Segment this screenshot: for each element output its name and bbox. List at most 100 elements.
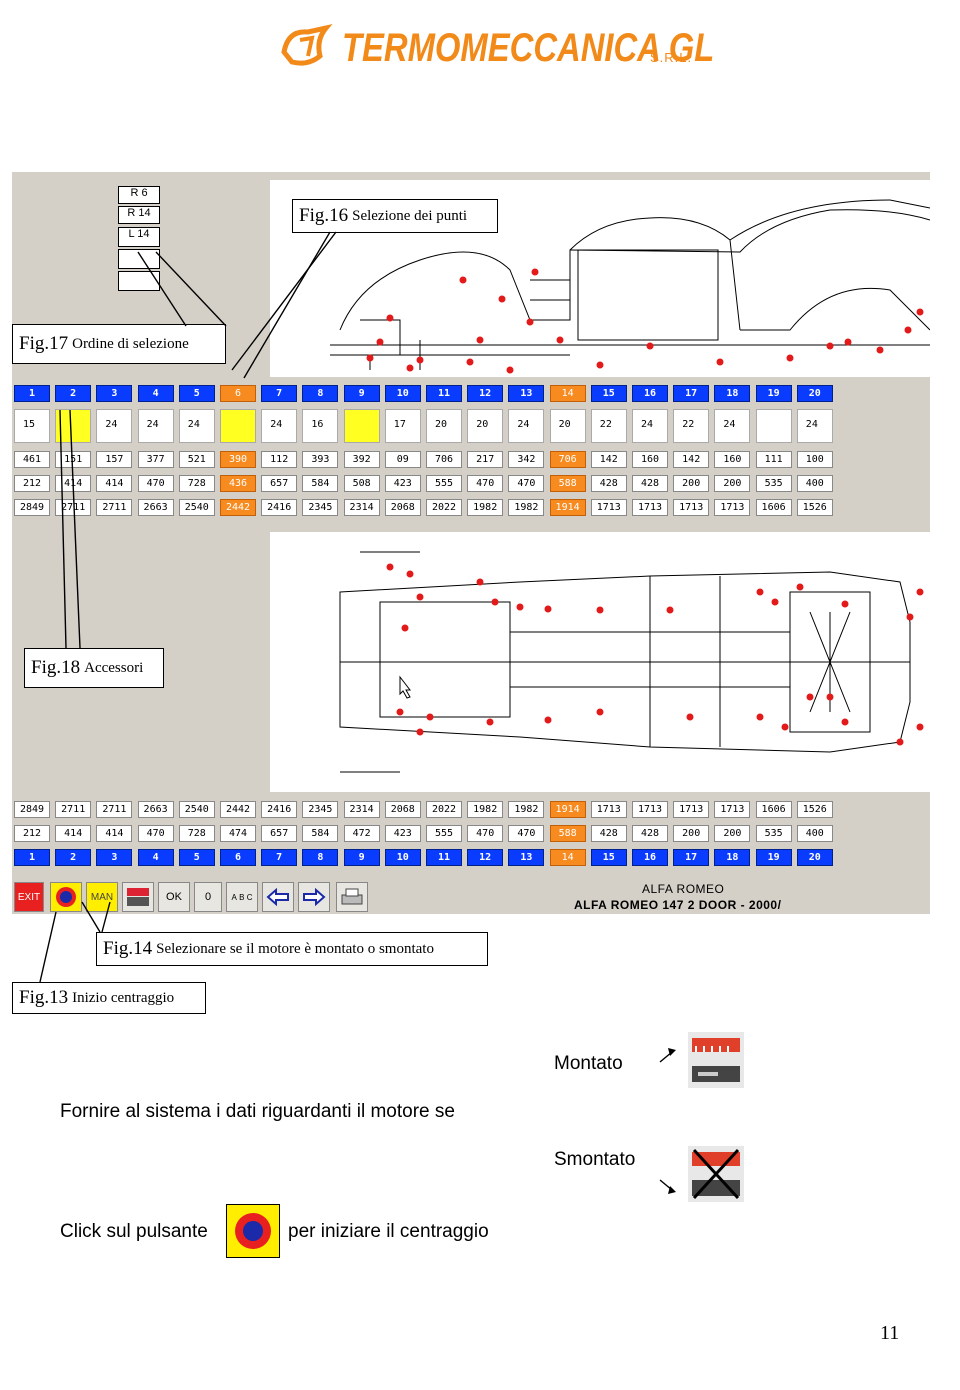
order-item[interactable]: R 14 [118, 206, 160, 224]
target-icon [235, 1213, 271, 1249]
adapter-icon[interactable]: 22 [590, 409, 627, 443]
adapter-icon[interactable]: 24 [261, 409, 298, 443]
point-column-header[interactable]: 2 [55, 385, 92, 402]
point-column-header[interactable]: 4 [137, 385, 174, 402]
adapter-size-label: 20 [476, 419, 489, 430]
adapter-icon[interactable]: 20 [426, 409, 462, 443]
point-column-header[interactable]: 10 [384, 849, 421, 866]
measure-cell: 390 [220, 451, 256, 468]
adapter-icon[interactable]: 24 [508, 409, 545, 443]
printer-icon [341, 888, 363, 905]
point-column-header[interactable]: 15 [590, 385, 627, 402]
order-item[interactable]: R 6 [118, 186, 160, 204]
caption-fig13-num: Fig.13 [19, 987, 69, 1008]
point-column-header[interactable]: 5 [178, 385, 215, 402]
adapter-icon[interactable]: 20 [549, 409, 586, 443]
result-cell: 2022 [426, 801, 462, 818]
adapter-icon[interactable] [220, 409, 256, 443]
order-item[interactable]: L 14 [118, 227, 160, 247]
measure-cell: 200 [714, 475, 751, 492]
engine-button[interactable] [122, 882, 154, 912]
point-column-header[interactable]: 1 [14, 849, 50, 866]
caption-fig14: Fig.14 Selezionare se il motore è montat… [96, 932, 488, 966]
point-column-header[interactable]: 7 [261, 385, 298, 402]
point-column-header[interactable]: 14 [549, 849, 586, 866]
adapter-icon[interactable]: 24 [178, 409, 215, 443]
result-cell: 728 [178, 825, 215, 842]
abc-button[interactable]: A B C [226, 882, 258, 912]
result-cell: 2540 [178, 801, 215, 818]
point-column-header[interactable]: 4 [137, 849, 174, 866]
point-column-header[interactable]: 11 [426, 385, 462, 402]
result-cell: 555 [426, 825, 462, 842]
point-column-header[interactable]: 9 [343, 849, 380, 866]
point-column-header[interactable]: 11 [426, 849, 462, 866]
adapter-size-label: 20 [558, 419, 571, 430]
point-column-header[interactable]: 1 [14, 385, 50, 402]
point-column-header[interactable]: 8 [302, 849, 339, 866]
zero-button[interactable]: 0 [194, 882, 222, 912]
back-button[interactable] [262, 882, 294, 912]
point-column-header[interactable]: 3 [96, 385, 133, 402]
point-column-header[interactable]: 2 [55, 849, 92, 866]
point-column-header[interactable]: 12 [467, 385, 504, 402]
adapter-icon[interactable]: 20 [467, 409, 504, 443]
point-column-header[interactable]: 16 [632, 849, 668, 866]
adapter-icon[interactable]: 24 [96, 409, 133, 443]
order-item[interactable] [118, 249, 160, 269]
order-item[interactable] [118, 271, 160, 291]
point-column-header[interactable]: 15 [590, 849, 627, 866]
result-cell: 657 [261, 825, 298, 842]
measure-cell: 2416 [261, 499, 298, 516]
manual-button[interactable]: MAN [86, 882, 118, 912]
result-cell: 474 [220, 825, 256, 842]
point-column-header[interactable]: 5 [178, 849, 215, 866]
adapter-icon[interactable]: 16 [302, 409, 339, 443]
point-column-header[interactable]: 20 [796, 385, 833, 402]
measure-cell: 1713 [632, 499, 668, 516]
forward-button[interactable] [298, 882, 330, 912]
adapter-icon[interactable] [343, 409, 380, 443]
point-column-header[interactable]: 17 [673, 385, 710, 402]
point-column-header[interactable]: 6 [220, 849, 256, 866]
adapter-icon[interactable]: 15 [14, 409, 50, 443]
caption-fig16-text: Selezione dei punti [352, 207, 468, 224]
ok-button[interactable]: OK [158, 882, 190, 912]
point-column-header[interactable]: 14 [549, 385, 586, 402]
point-column-header[interactable]: 6 [220, 385, 256, 402]
point-column-header[interactable]: 19 [755, 849, 792, 866]
adapter-icon[interactable]: 24 [796, 409, 833, 443]
result-cell: 2663 [137, 801, 174, 818]
adapter-icon[interactable]: 24 [632, 409, 668, 443]
adapter-icon[interactable]: 17 [384, 409, 421, 443]
point-column-header[interactable]: 12 [467, 849, 504, 866]
point-column-header[interactable]: 18 [714, 385, 751, 402]
point-column-header[interactable]: 9 [343, 385, 380, 402]
point-column-header[interactable]: 18 [714, 849, 751, 866]
point-column-header[interactable]: 17 [673, 849, 710, 866]
adapter-size-label: 24 [805, 419, 818, 430]
point-column-header[interactable]: 3 [96, 849, 133, 866]
result-cell: 588 [549, 825, 586, 842]
point-column-header[interactable]: 16 [632, 385, 668, 402]
point-column-header[interactable]: 19 [755, 385, 792, 402]
point-column-header[interactable]: 13 [508, 849, 545, 866]
company-logo: TERMOMECCANICA GL S.R.L. [278, 22, 714, 76]
point-column-header[interactable]: 13 [508, 385, 545, 402]
point-column-header[interactable]: 8 [302, 385, 339, 402]
point-column-header[interactable]: 10 [384, 385, 421, 402]
adapter-icon[interactable]: 22 [673, 409, 710, 443]
point-column-header[interactable]: 20 [796, 849, 833, 866]
adapter-size-label: 24 [187, 419, 200, 430]
start-centering-button[interactable] [50, 882, 82, 912]
print-button[interactable] [336, 882, 368, 912]
point-column-header[interactable]: 7 [261, 849, 298, 866]
adapter-icon[interactable]: 24 [137, 409, 174, 443]
adapter-icon[interactable] [755, 409, 792, 443]
adapter-icon[interactable]: 24 [714, 409, 751, 443]
engine-icon [127, 888, 149, 906]
exit-button[interactable]: EXIT [14, 882, 44, 912]
result-cell: 1713 [590, 801, 627, 818]
